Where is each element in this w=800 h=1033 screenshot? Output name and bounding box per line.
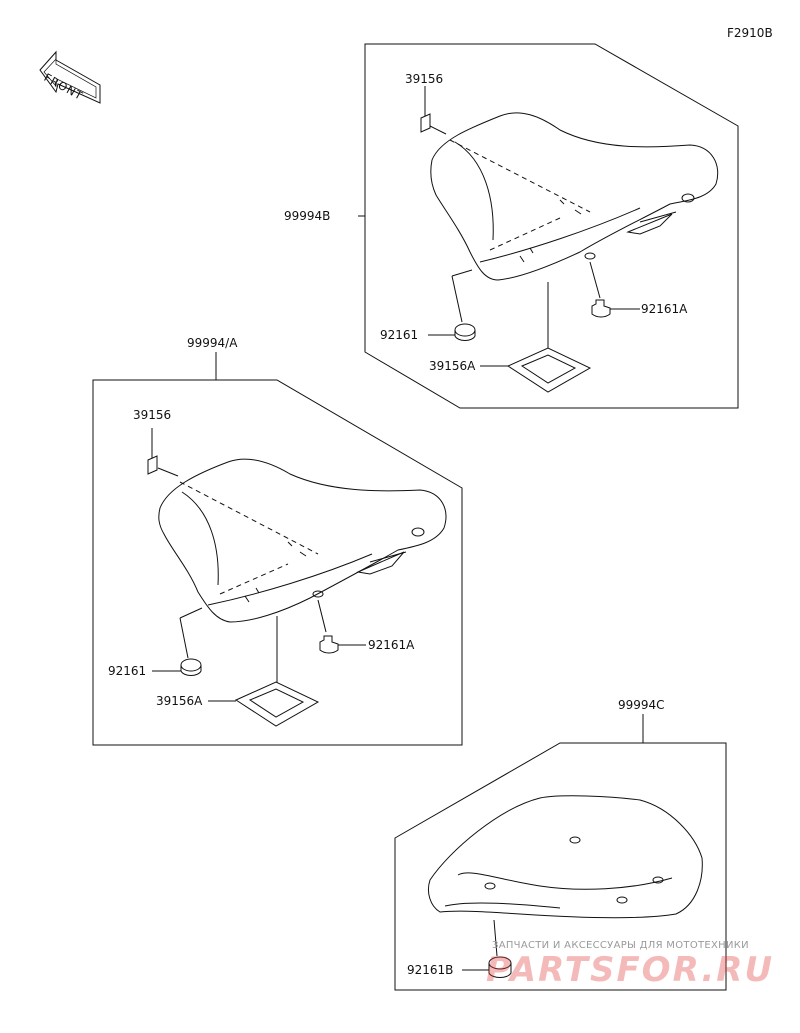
upper-part-39156: 39156	[405, 72, 444, 86]
middle-part-39156: 39156	[133, 408, 172, 422]
upper-group-frame	[364, 43, 739, 409]
middle-part-92161a: 92161A	[368, 638, 415, 652]
middle-ref-label: 99994/A	[187, 336, 238, 350]
upper-ref-label: 99994B	[284, 209, 331, 223]
watermark-logo: PARTSFOR.RU	[486, 950, 775, 990]
lower-seat-drawing	[427, 795, 703, 978]
lower-group-frame	[394, 742, 727, 991]
front-arrow-icon	[39, 50, 101, 104]
lower-part-92161b: 92161B	[407, 963, 454, 977]
upper-part-92161a: 92161A	[641, 302, 688, 316]
upper-seat-drawing	[420, 86, 719, 393]
watermark-subtitle: ЗАПЧАСТИ И АКСЕССУАРЫ ДЛЯ МОТОТЕХНИКИ	[492, 940, 749, 951]
middle-part-92161: 92161	[108, 664, 147, 678]
middle-seat-drawing	[147, 428, 447, 727]
upper-part-39156a: 39156A	[429, 359, 476, 373]
middle-group-frame	[92, 379, 463, 746]
middle-part-39156a: 39156A	[156, 694, 203, 708]
upper-part-92161: 92161	[380, 328, 419, 342]
figure-code: F2910B	[727, 26, 773, 40]
lower-ref-label: 99994C	[618, 698, 665, 712]
